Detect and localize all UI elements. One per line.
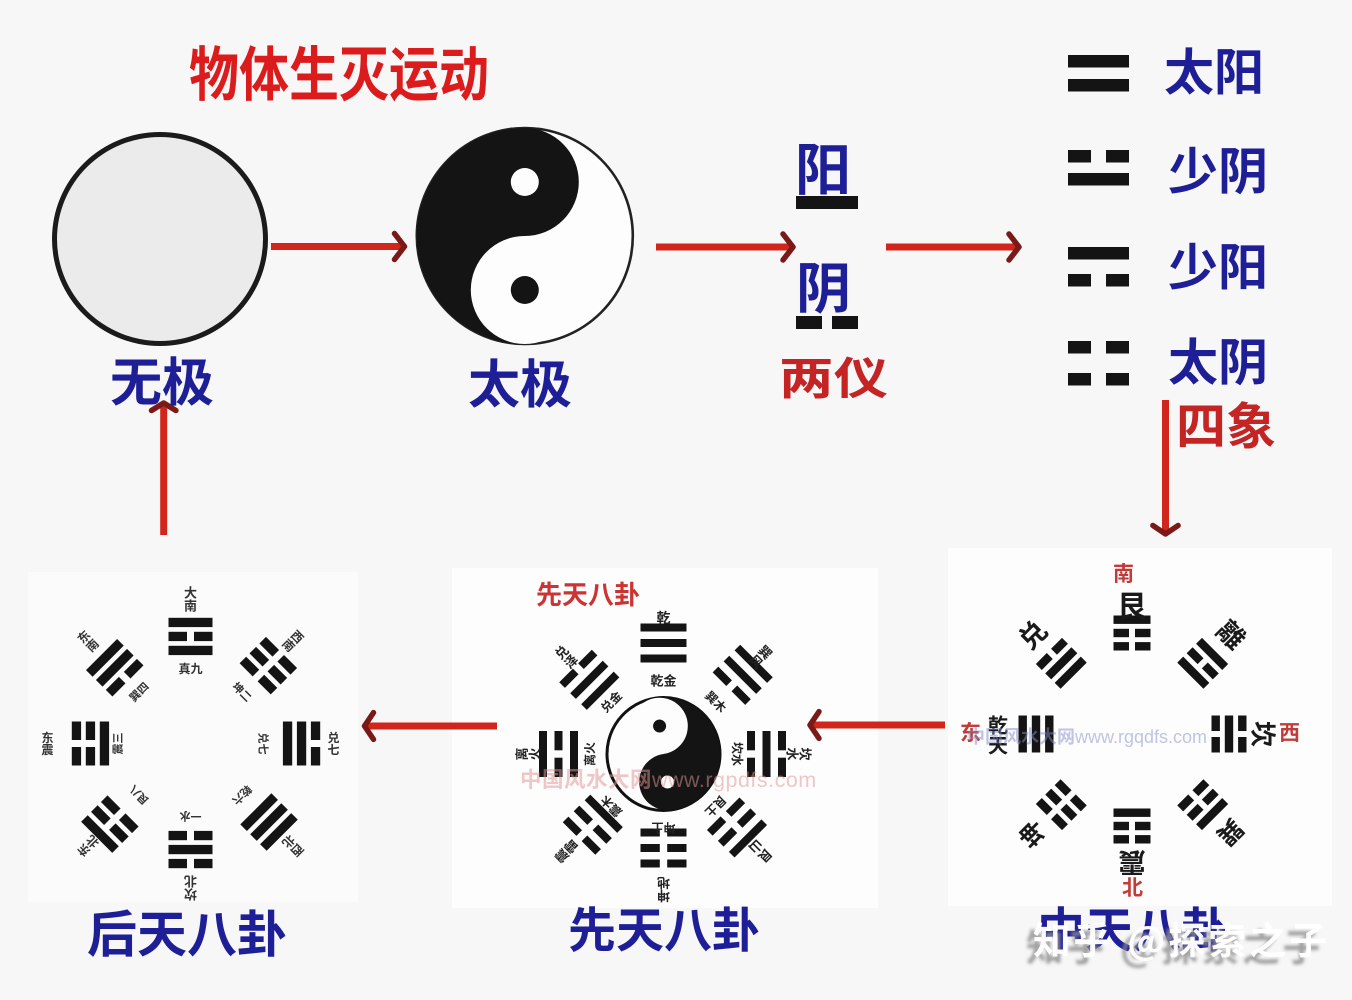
svg-text:震: 震	[41, 741, 53, 758]
svg-text:大: 大	[184, 582, 197, 601]
svg-text:艮: 艮	[1117, 582, 1147, 626]
svg-text:离: 离	[511, 747, 530, 760]
svg-text:真九: 真九	[178, 660, 202, 677]
svg-text:七: 七	[327, 741, 339, 758]
svg-text:兑: 兑	[327, 729, 339, 746]
svg-text:乾: 乾	[988, 709, 1008, 738]
svg-text:北: 北	[184, 872, 197, 891]
svg-text:坎水: 坎水	[729, 742, 746, 766]
svg-text:坎: 坎	[1246, 721, 1283, 747]
svg-text:坤土: 坤土	[651, 820, 675, 837]
svg-text:火: 火	[525, 747, 544, 760]
svg-text:东: 东	[41, 729, 53, 746]
svg-text:兑七: 兑七	[256, 733, 272, 755]
svg-text:坤: 坤	[657, 887, 670, 906]
svg-text:南: 南	[184, 596, 197, 615]
svg-text:乾: 乾	[657, 608, 671, 628]
svg-text:坎: 坎	[797, 747, 816, 760]
svg-text:震: 震	[1119, 845, 1146, 884]
svg-text:一水: 一水	[180, 809, 202, 825]
svg-text:坎: 坎	[184, 886, 197, 905]
svg-text:离火: 离火	[581, 742, 598, 766]
svg-text:乾金: 乾金	[650, 671, 676, 690]
svg-text:水: 水	[783, 747, 802, 760]
svg-text:震三: 震三	[110, 733, 126, 755]
svg-text:地: 地	[657, 874, 670, 893]
svg-text:天: 天	[988, 730, 1008, 759]
